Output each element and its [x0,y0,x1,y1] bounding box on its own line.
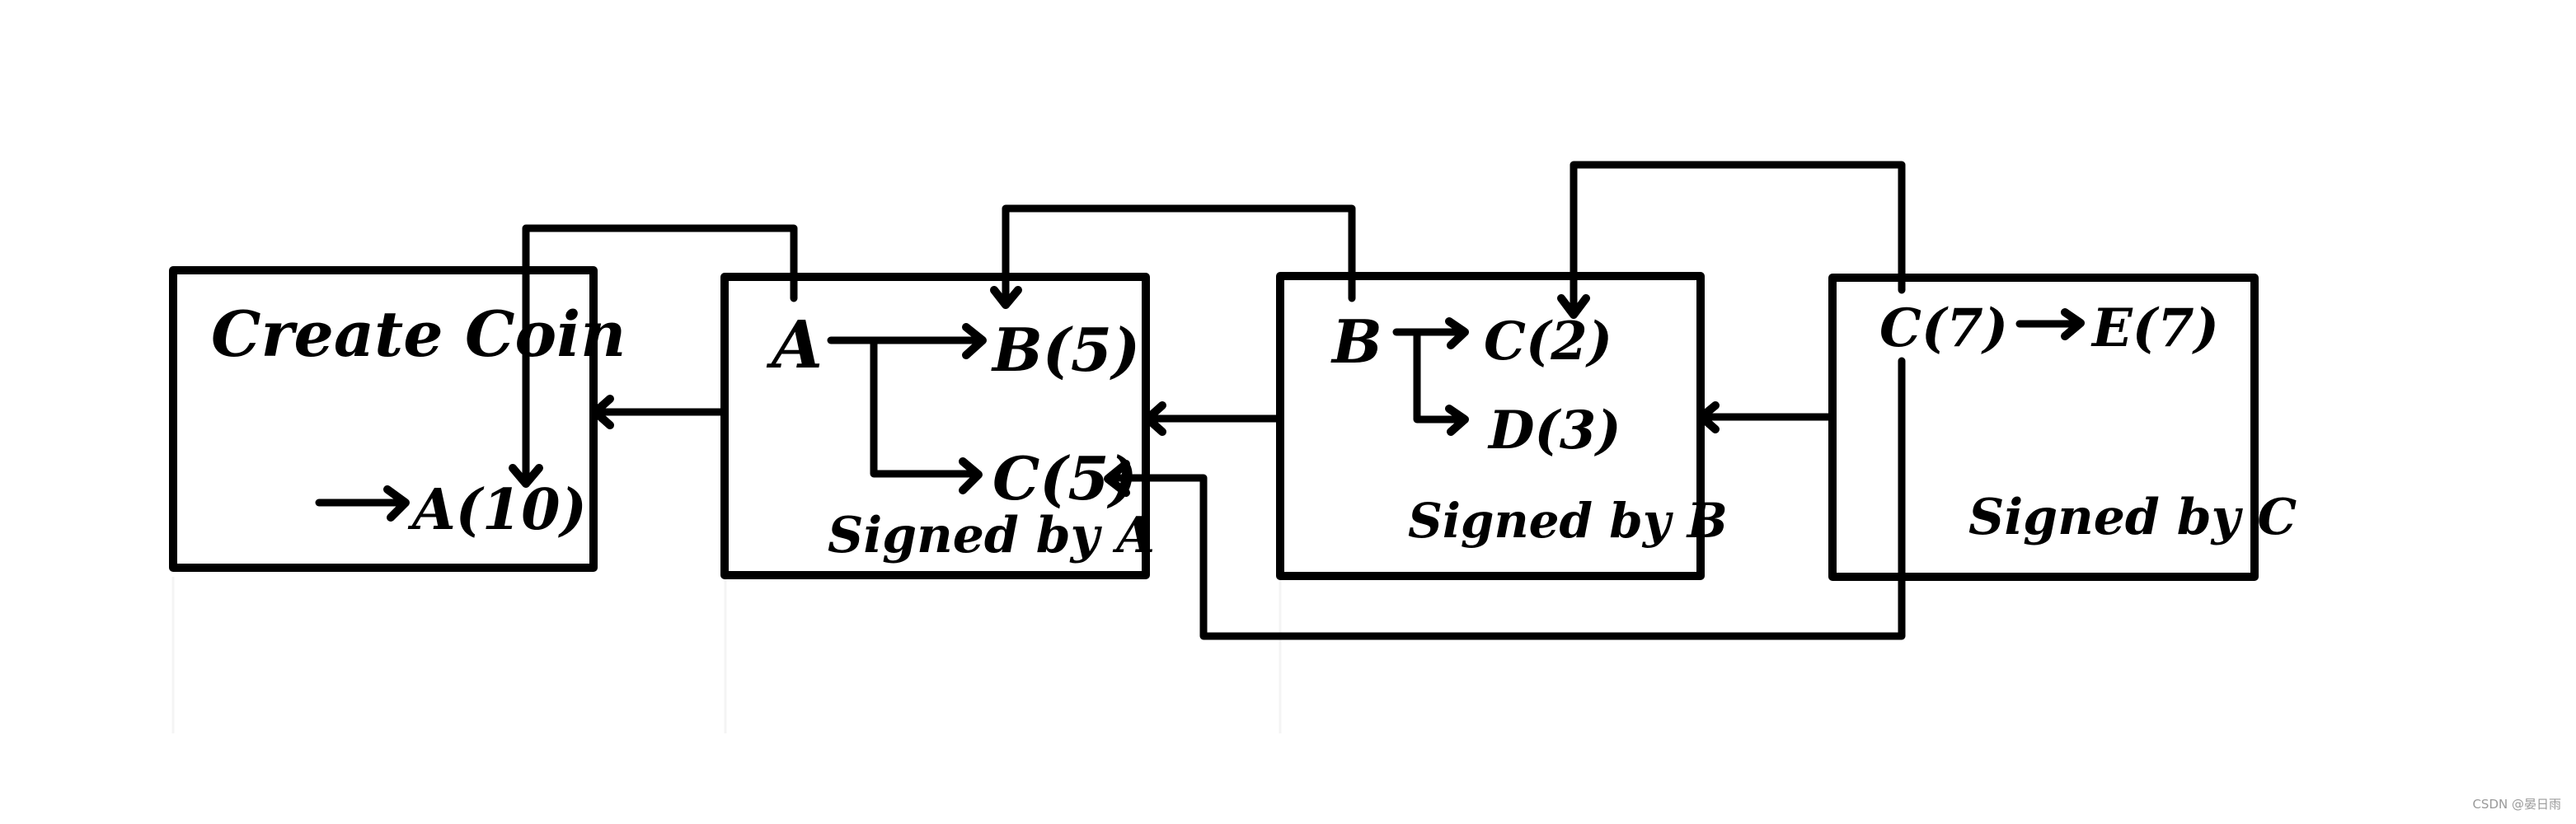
source-ref-c7-to-c5 [1104,357,1906,640]
block-frame [1828,274,2259,581]
input-label: B [1330,307,1382,377]
input-label: C(7) [1879,297,2008,359]
arrow-head-icon [962,323,987,359]
arrow-head-icon [383,485,410,522]
hash-pointer-tx-b-to-tx-a [1143,401,1284,436]
block-tx-b: B C(2) D(3) Signed by B [1276,272,1728,580]
output-label: E(7) [2090,297,2219,359]
signature-label: Signed by B [1408,493,1728,549]
input-label: A [766,306,823,383]
arrow-head-icon [1557,294,1590,319]
signature-label: Signed by A [828,507,1155,564]
arrow-head-icon [509,464,543,488]
output-label: C(2) [1484,311,1612,372]
block-tx-c: C(7) E(7) Signed by C [1828,274,2297,581]
arrow-head-icon [1445,317,1469,349]
block-title: Create Coin [211,297,626,371]
arrow-head-icon [1143,401,1166,436]
source-ref-c7-to-c2 [1557,161,1906,319]
output-label: A(10) [407,477,587,543]
block-frame [169,266,598,572]
arrow-head-icon [990,286,1022,309]
arrow-head-icon [959,457,983,494]
signature-label: Signed by C [1968,489,2297,546]
hash-pointer-tx-c-to-tx-b [1697,401,1837,433]
hash-pointer-tx-a-to-create-coin [591,395,729,429]
source-ref-a-to-a10 [509,224,798,488]
source-ref-line [1570,161,1906,317]
source-ref-b-to-b5 [990,204,1356,309]
block-tx-a: A B(5) C(5) Signed by A [720,273,1155,579]
source-ref-line [522,224,798,486]
arrow-head-icon [1104,460,1130,497]
block-frame [1276,272,1705,580]
source-ref-line [1002,204,1356,307]
arrow-head-icon [1697,401,1720,433]
arrow-head-icon [2061,308,2085,340]
arrow-head-icon [591,395,614,429]
arrow-head-icon [1445,405,1469,436]
output-label: D(3) [1487,400,1621,461]
output-arrow-line [870,336,981,478]
watermark: CSDN @晏日雨 [2472,797,2561,812]
source-ref-line [1105,357,1906,640]
block-frame [720,273,1150,579]
output-label: B(5) [991,315,1140,385]
output-arrow-line [1413,328,1467,424]
block-create-coin: Create Coin A(10) [169,266,626,572]
